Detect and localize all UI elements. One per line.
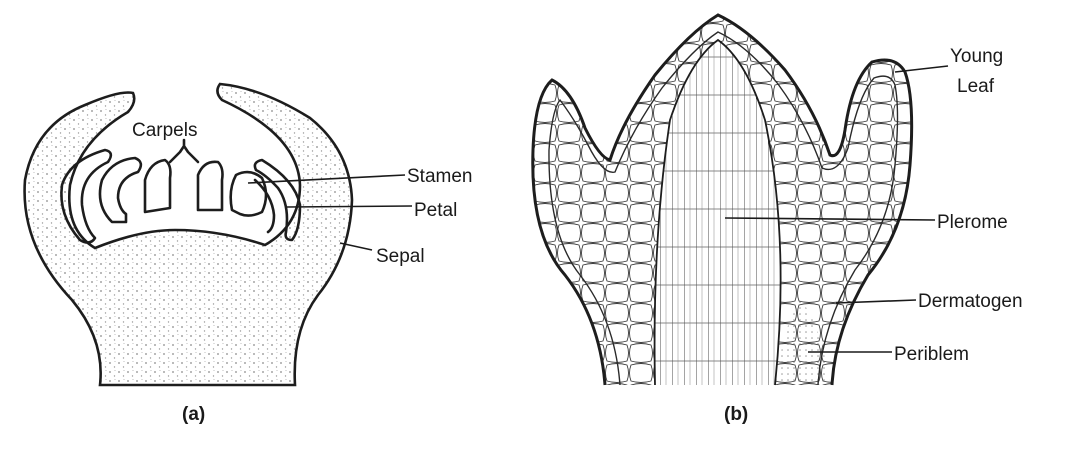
label-stamen: Stamen [407, 166, 472, 187]
stamen-right [231, 172, 266, 215]
figure-a-floral-apex: Carpels Stamen Petal Sepal (a) [25, 84, 473, 425]
petal-leader [287, 206, 412, 207]
label-dermatogen: Dermatogen [918, 291, 1023, 312]
stamen-left [100, 158, 141, 222]
label-leaf: Leaf [957, 76, 995, 97]
label-periblem: Periblem [894, 344, 969, 365]
caption-a: (a) [182, 404, 205, 425]
caption-b: (b) [724, 404, 748, 425]
label-sepal: Sepal [376, 246, 425, 267]
carpel-star [170, 140, 198, 162]
figure-b-shoot-apex: Young Leaf Plerome Dermatogen Periblem (… [520, 0, 1023, 425]
label-young: Young [950, 46, 1003, 67]
label-carpels: Carpels [132, 120, 197, 141]
label-petal: Petal [414, 200, 457, 221]
carpel-right [198, 162, 223, 210]
carpel-left [145, 160, 170, 212]
label-plerome: Plerome [937, 212, 1008, 233]
